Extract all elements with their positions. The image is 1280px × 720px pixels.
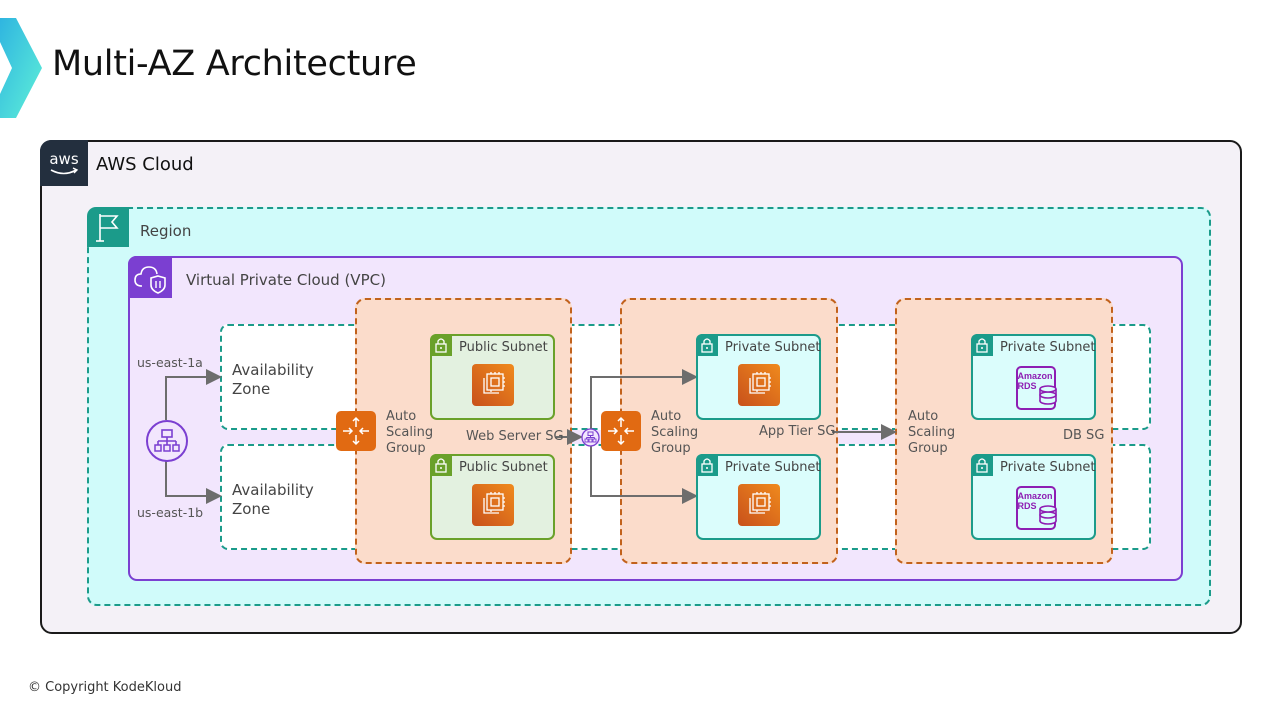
route-label-us-east-1b: us-east-1b — [137, 505, 204, 520]
lock-icon — [430, 454, 452, 476]
public-subnet: Public Subnet — [430, 454, 555, 540]
ec2-instance-icon — [472, 364, 514, 406]
auto-scaling-icon — [601, 411, 641, 451]
aws-logo-icon: aws — [40, 140, 88, 186]
availability-zone-label: Availability Zone — [232, 361, 314, 398]
vpc-cloud-shield-icon — [128, 256, 172, 298]
svg-text:RDS: RDS — [1017, 501, 1036, 511]
lock-icon — [430, 334, 452, 356]
svg-text:RDS: RDS — [1017, 381, 1036, 391]
lock-icon — [971, 334, 993, 356]
auto-scaling-icon — [336, 411, 376, 451]
security-group-label-web: Web Server SG — [466, 429, 564, 444]
ec2-instance-icon — [738, 364, 780, 406]
svg-text:Amazon: Amazon — [1017, 491, 1052, 501]
copyright-text: © Copyright KodeKloud — [28, 680, 182, 695]
security-group-label-app: App Tier SG — [759, 424, 836, 439]
subnet-label: Private Subnet — [1000, 340, 1096, 355]
private-subnet: Private Subnet — [696, 454, 821, 540]
lock-icon — [696, 334, 718, 356]
subnet-label: Private Subnet — [725, 340, 821, 355]
route-arrow-us-east-1b — [165, 460, 222, 504]
ec2-instance-icon — [472, 484, 514, 526]
internal-load-balancer-icon — [581, 428, 600, 447]
public-subnet: Public Subnet — [430, 334, 555, 420]
slide-title: Multi-AZ Architecture — [52, 44, 417, 84]
availability-zone-label: Availability Zone — [232, 481, 314, 518]
svg-text:aws: aws — [49, 150, 78, 168]
elastic-load-balancer-icon — [145, 419, 189, 463]
route-arrow-us-east-1a — [165, 369, 222, 420]
subnet-label: Public Subnet — [459, 340, 548, 355]
aws-cloud-label: AWS Cloud — [96, 154, 194, 175]
app-route-arrow-top — [590, 369, 698, 429]
region-flag-icon — [87, 207, 129, 247]
lock-icon — [971, 454, 993, 476]
ec2-instance-icon — [738, 484, 780, 526]
vpc-label: Virtual Private Cloud (VPC) — [186, 271, 386, 289]
region-label: Region — [140, 222, 192, 240]
svg-text:Amazon: Amazon — [1017, 371, 1052, 381]
subnet-label: Private Subnet — [1000, 460, 1096, 475]
private-subnet: Private Subnet — [696, 334, 821, 420]
security-group-label-db: DB SG — [1063, 428, 1105, 443]
lock-icon — [696, 454, 718, 476]
subnet-label: Public Subnet — [459, 460, 548, 475]
kodekloud-chevron-logo — [0, 18, 42, 118]
subnet-label: Private Subnet — [725, 460, 821, 475]
route-label-us-east-1a: us-east-1a — [137, 355, 203, 370]
app-route-arrow-bottom — [590, 445, 698, 504]
